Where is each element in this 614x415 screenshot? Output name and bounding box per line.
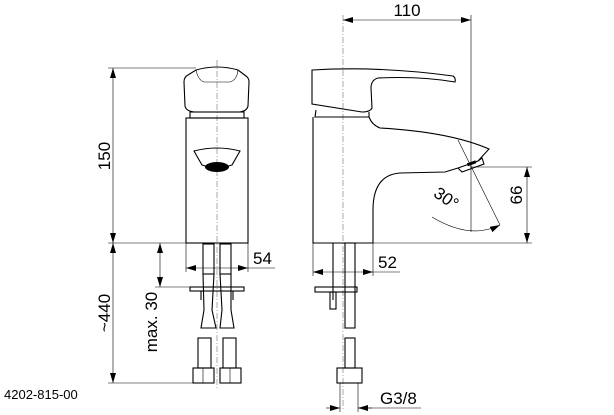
dim-440: ~440 (95, 294, 114, 332)
dim-30-degrees: 30° (430, 183, 462, 213)
part-number: 4202-815-00 (4, 387, 78, 402)
dim-150: 150 (95, 142, 114, 170)
dim-52: 52 (378, 253, 397, 272)
aerator-mesh (205, 162, 229, 172)
dim-max-30: max. 30 (142, 292, 161, 352)
spout-outlet (457, 157, 485, 173)
side-handle (311, 68, 456, 113)
front-handle (183, 66, 250, 113)
front-body (185, 117, 249, 244)
dim-66: 66 (507, 186, 526, 205)
side-body-spout (312, 116, 490, 244)
mounting-plate (189, 286, 245, 292)
front-view: 150 ~440 max. 30 54 (95, 60, 275, 390)
dim-110: 110 (393, 1, 420, 20)
side-view: 110 66 30° 52 G3/8 (311, 1, 532, 412)
dim-g3-8: G3/8 (380, 389, 417, 408)
dim-54: 54 (253, 249, 272, 268)
